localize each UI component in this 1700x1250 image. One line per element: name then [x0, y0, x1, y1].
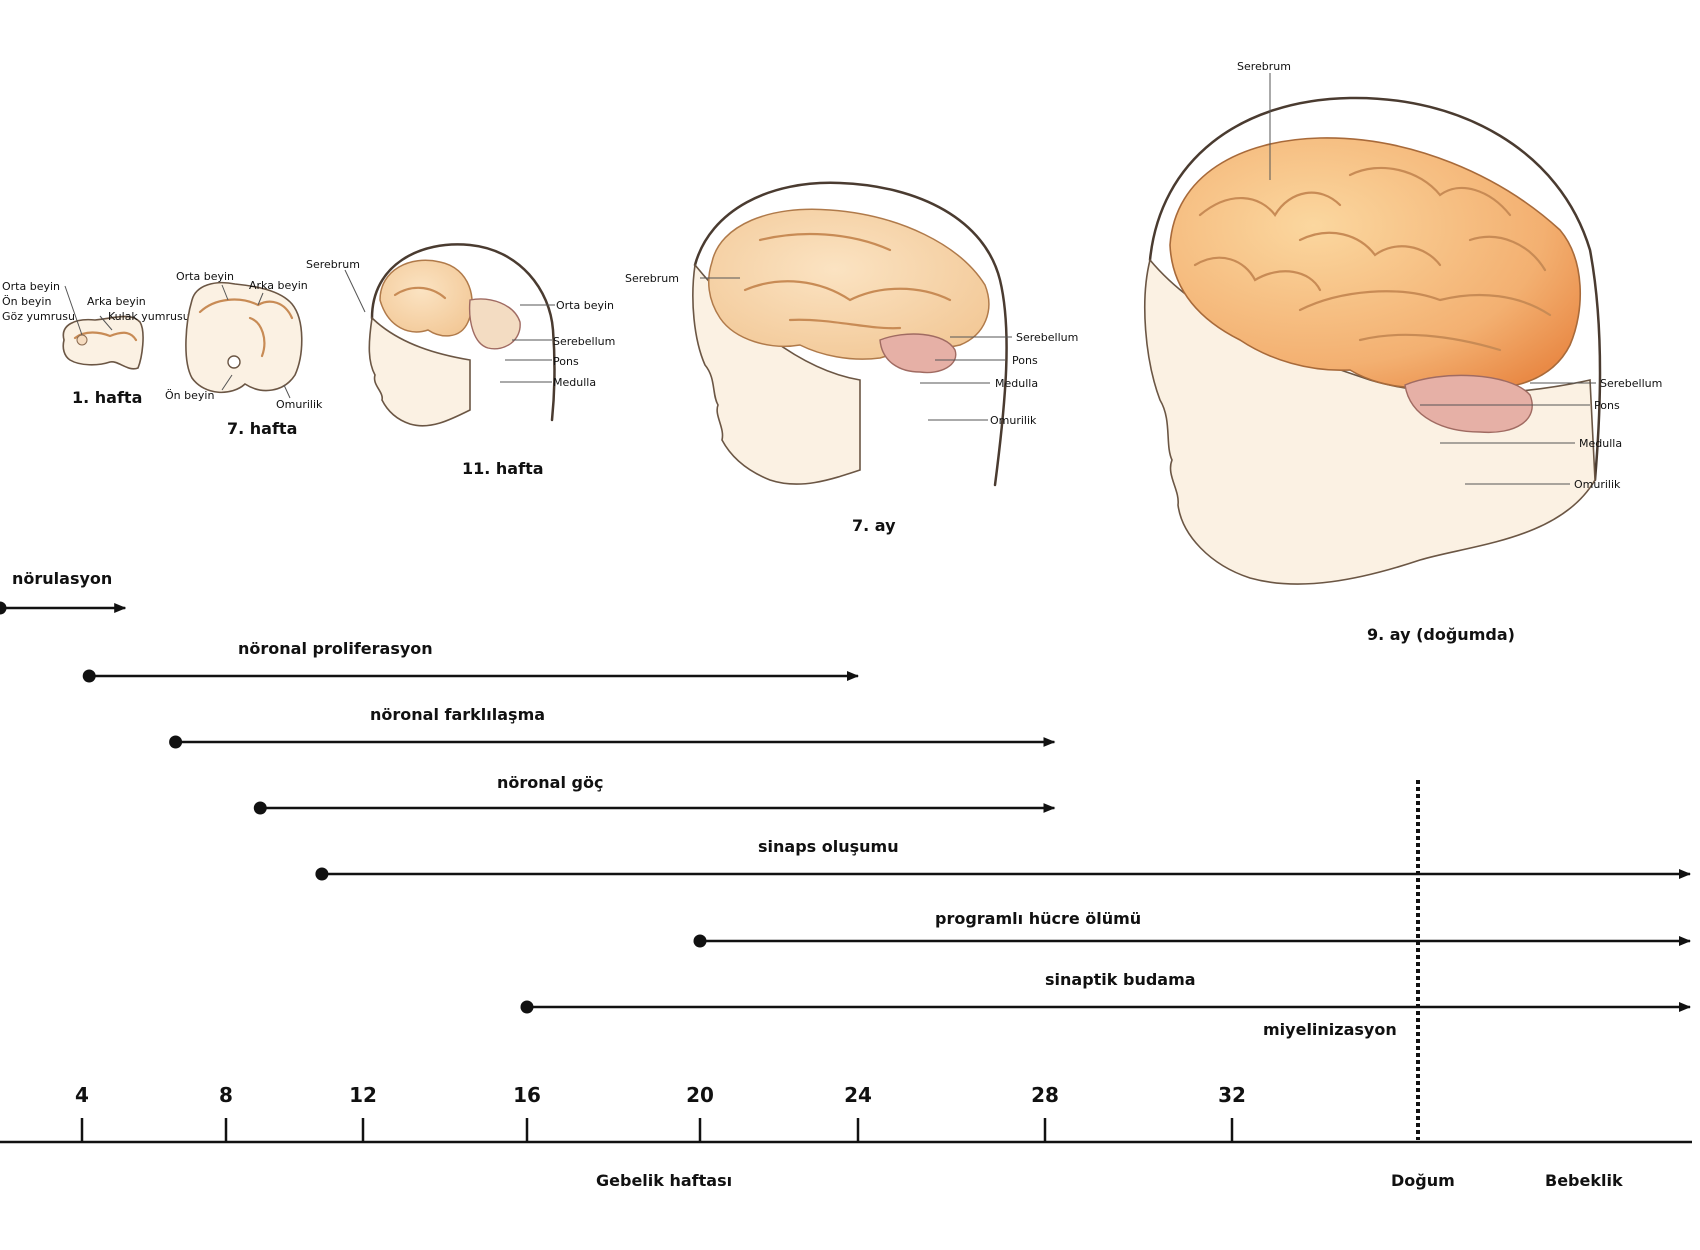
label-serebellum: Serebellum	[553, 335, 615, 348]
birth-label: Doğum	[1391, 1171, 1455, 1190]
stage-week11: Serebrum Orta beyin Serebellum Pons Medu…	[306, 243, 615, 478]
stage-month7: Serebrum Serebellum Pons Medulla Omurili…	[625, 181, 1078, 535]
label-medulla: Medulla	[1579, 437, 1622, 450]
brain-month7	[707, 208, 990, 360]
process-label: sinaptik budama	[1045, 970, 1196, 989]
head-outline-month9	[1148, 96, 1602, 482]
process-7: miyelinizasyon	[1263, 1020, 1397, 1039]
label-serebrum: Serebrum	[1237, 60, 1291, 73]
label-on-beyin: Ön beyin	[2, 295, 51, 308]
axis-tick-label-24: 24	[844, 1083, 872, 1107]
process-5: programlı hücre ölümü	[693, 909, 1691, 948]
caption-week7: 7. hafta	[227, 419, 297, 438]
process-label: miyelinizasyon	[1263, 1020, 1397, 1039]
brain-week11	[379, 259, 473, 337]
process-start-dot	[315, 867, 329, 881]
label-orta-beyin: Orta beyin	[2, 280, 60, 293]
label-serebellum: Serebellum	[1016, 331, 1078, 344]
label-omurilik: Omurilik	[990, 414, 1037, 427]
process-label: programlı hücre ölümü	[935, 909, 1141, 928]
face-week11	[368, 316, 471, 427]
process-start-dot	[0, 601, 7, 615]
process-1: nöronal proliferasyon	[82, 639, 859, 683]
axis-tick-label-32: 32	[1218, 1083, 1246, 1107]
process-start-dot	[693, 934, 707, 948]
caption-week1: 1. hafta	[72, 388, 142, 407]
label-kulak-yumrusu: Kulak yumrusu	[108, 310, 190, 323]
process-label: nöronal göç	[497, 773, 603, 792]
stage-week7: Orta beyin Arka beyin Ön beyin Omurilik …	[165, 270, 323, 438]
process-timeline: nörulasyon nöronal proliferasyon nöronal f…	[0, 569, 1691, 1039]
embryo-week1-illustration	[62, 315, 144, 370]
head-outline-week11	[370, 243, 556, 422]
label-pons: Pons	[1012, 354, 1038, 367]
axis-tick-label-20: 20	[686, 1083, 714, 1107]
axis-tick-label-28: 28	[1031, 1083, 1059, 1107]
label-medulla: Medulla	[553, 376, 596, 389]
cerebellum-month7	[879, 333, 957, 374]
axis-tick-label-8: 8	[219, 1083, 233, 1107]
label-serebellum: Serebellum	[1600, 377, 1662, 390]
axis-title: Gebelik haftası	[596, 1171, 732, 1190]
stage-week1: Orta beyin Ön beyin Göz yumrusu Arka bey…	[2, 280, 190, 407]
axis-tick-label-16: 16	[513, 1083, 541, 1107]
caption-month7: 7. ay	[852, 516, 896, 535]
caption-week11: 11. hafta	[462, 459, 544, 478]
eye-bud	[76, 334, 88, 346]
process-2: nöronal farklılaşma	[169, 705, 1056, 749]
label-goz-yumrusu: Göz yumrusu	[2, 310, 75, 323]
label-omurilik: Omurilik	[1574, 478, 1621, 491]
process-start-dot	[253, 801, 267, 815]
label-pons: Pons	[553, 355, 579, 368]
process-label: nöronal proliferasyon	[238, 639, 433, 658]
label-arka-beyin: Arka beyin	[87, 295, 146, 308]
gestation-axis: Gebelik haftası Doğum Bebeklik 4 8 12 16 20 2…	[0, 780, 1692, 1190]
process-label: sinaps oluşumu	[758, 837, 899, 856]
process-6: sinaptik budama	[520, 970, 1691, 1014]
process-3: nöronal göç	[253, 773, 1056, 815]
embryo-week7-illustration	[185, 281, 303, 394]
label-medulla: Medulla	[995, 377, 1038, 390]
label-omurilik: Omurilik	[276, 398, 323, 411]
label-serebrum: Serebrum	[625, 272, 679, 285]
eye	[227, 355, 241, 369]
label-pons: Pons	[1594, 399, 1620, 412]
head-outline-month7	[693, 181, 1008, 487]
label-serebrum: Serebrum	[306, 258, 360, 271]
embryo-week1-neural-tube	[73, 331, 138, 342]
caption-month9: 9. ay (doğumda)	[1367, 625, 1515, 644]
stage-month9: Serebrum Serebellum Pons Medulla Omurili…	[1144, 60, 1662, 644]
process-0: nörulasyon	[0, 569, 127, 615]
axis-tick-label-12: 12	[349, 1083, 377, 1107]
hindbrain-week11	[468, 298, 521, 350]
label-on-beyin: Ön beyin	[165, 389, 214, 402]
process-start-dot	[520, 1000, 534, 1014]
cerebellum-month9	[1404, 374, 1533, 434]
process-start-dot	[82, 669, 96, 683]
label-orta-beyin: Orta beyin	[556, 299, 614, 312]
process-start-dot	[169, 735, 183, 749]
infancy-label: Bebeklik	[1545, 1171, 1623, 1190]
label-orta-beyin: Orta beyin	[176, 270, 234, 283]
label-arka-beyin: Arka beyin	[249, 279, 308, 292]
axis-tick-label-4: 4	[75, 1083, 89, 1107]
process-label: nöronal farklılaşma	[370, 705, 545, 724]
process-4: sinaps oluşumu	[315, 837, 1691, 881]
brain-month9	[1169, 137, 1582, 390]
process-label: nörulasyon	[12, 569, 112, 588]
